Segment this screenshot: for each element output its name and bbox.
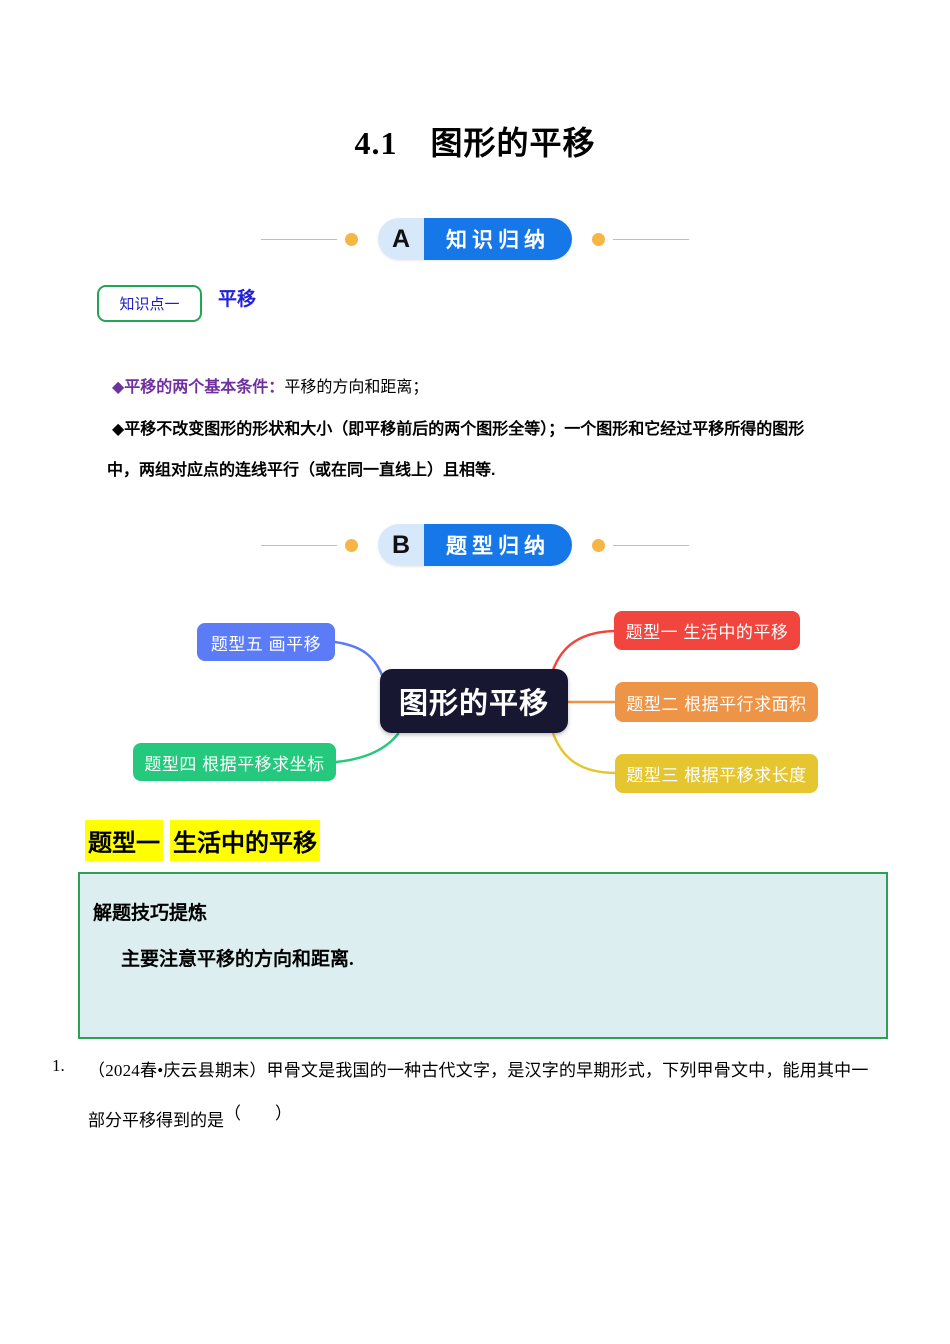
mindmap-center-node: 图形的平移 [380, 669, 568, 733]
section-b-label: 题型归纳 [424, 524, 572, 566]
question1-text-line2: 部分平移得到的是（ ） [88, 1104, 292, 1131]
bullet-properties-line1: ◆平移不改变图形的形状和大小（即平移前后的两个图形全等）；一个图形和它经过平移所… [112, 421, 805, 438]
section-a-badge: A 知识归纳 [0, 218, 950, 260]
type-one-heading-number: 题型一 [85, 820, 163, 861]
tips-title: 解题技巧提炼 [93, 903, 208, 924]
knowledge-point-box: 知识点一 [97, 285, 202, 322]
type-one-heading: 题型一 生活中的平移 [85, 820, 320, 861]
question1-answer-blank: （ ） [224, 1104, 292, 1123]
tips-body: 主要注意平移的方向和距离. [121, 949, 354, 970]
tips-box: 解题技巧提炼 主要注意平移的方向和距离. [78, 872, 888, 1039]
type-one-heading-name: 生活中的平移 [170, 820, 320, 861]
section-a-letter: A [378, 218, 424, 260]
badge-line-left [261, 238, 337, 240]
section-b-letter: B [378, 524, 424, 566]
bullet-conditions-head: ◆平移的两个基本条件： [112, 379, 285, 396]
mindmap-node-type3: 题型三 根据平移求长度 [615, 754, 818, 793]
badge-line-left [261, 544, 337, 546]
bullet-properties-line2: 中，两组对应点的连线平行（或在同一直线上）且相等. [107, 462, 496, 479]
question1-number: 1. [52, 1056, 65, 1075]
question1-text-line1: （2024春•庆云县期末）甲骨文是我国的一种古代文字，是汉字的早期形式，下列甲骨… [88, 1061, 869, 1080]
section-a-label: 知识归纳 [424, 218, 572, 260]
section-b-badge: B 题型归纳 [0, 524, 950, 566]
mindmap-node-type2: 题型二 根据平行求面积 [615, 682, 818, 722]
page-title: 4.1 图形的平移 [354, 125, 596, 161]
bullet-conditions: ◆平移的两个基本条件：平移的方向和距离； [112, 376, 902, 400]
bullet-conditions-body: 平移的方向和距离； [284, 379, 429, 396]
mindmap-node-type1: 题型一 生活中的平移 [614, 611, 800, 650]
mindmap-connectors [333, 629, 618, 775]
mindmap-node-type4: 题型四 根据平移求坐标 [133, 743, 336, 781]
badge-dot-left-icon [345, 538, 358, 552]
badge-dot-left-icon [345, 232, 358, 246]
section-a-pill: A 知识归纳 [378, 218, 572, 260]
section-b-pill: B 题型归纳 [378, 524, 572, 566]
mindmap-node-type5: 题型五 画平移 [197, 623, 335, 661]
badge-line-right [613, 238, 689, 240]
badge-dot-right-icon [592, 538, 605, 552]
badge-line-right [613, 544, 689, 546]
knowledge-point-topic: 平移 [218, 289, 257, 310]
question1-text-line2-body: 部分平移得到的是 [88, 1111, 224, 1130]
badge-dot-right-icon [592, 232, 605, 246]
